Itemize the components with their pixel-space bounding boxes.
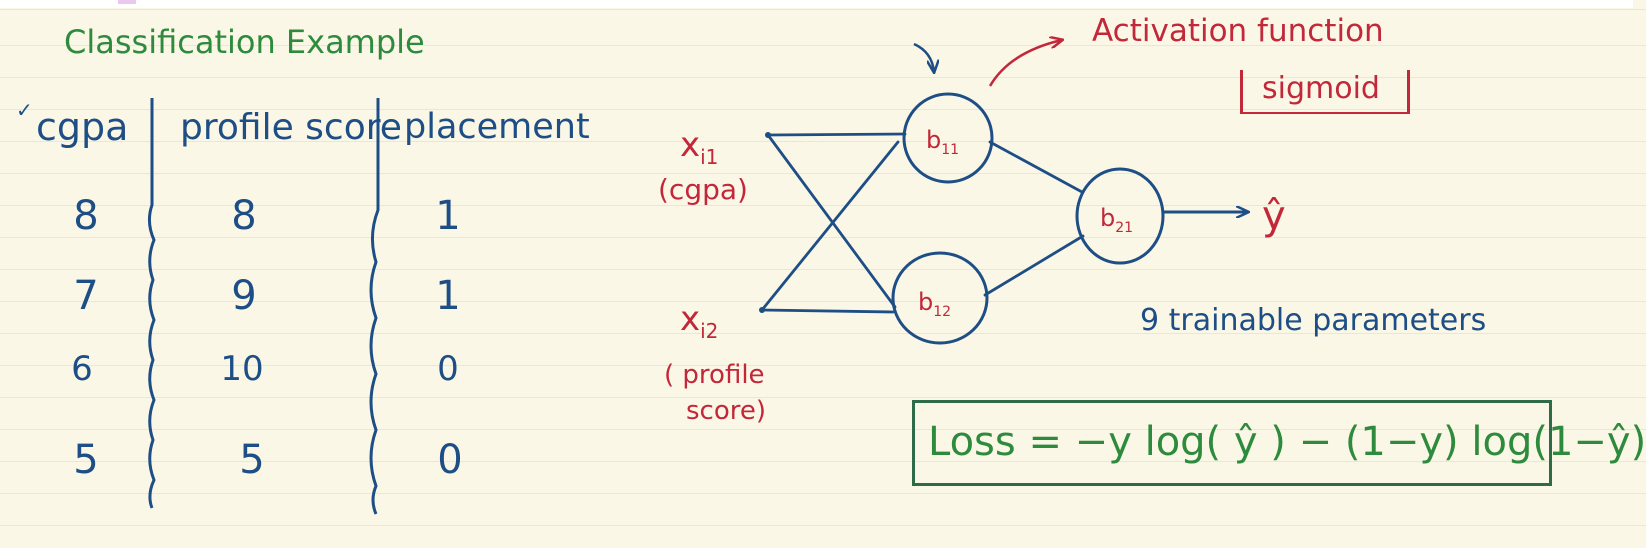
table-cell: 9 xyxy=(231,273,257,319)
trainable-note: 9 trainable parameters xyxy=(1140,303,1487,338)
table-cell: 10 xyxy=(220,349,264,389)
input-dot xyxy=(765,132,771,138)
node-b12-subscript: 12 xyxy=(933,303,952,320)
table-cell: 8 xyxy=(231,193,257,239)
node-b21-symbol: b xyxy=(1100,204,1116,232)
node-b11-subscript: 11 xyxy=(941,141,960,158)
header-profile-score: profile score xyxy=(180,107,402,148)
edge-x2-b11 xyxy=(760,140,900,312)
header-placement: placement xyxy=(404,107,590,147)
input-x1-feature: (cgpa) xyxy=(658,173,748,206)
edge-x1-b11 xyxy=(766,132,907,137)
page-title: Classification Example xyxy=(64,23,425,61)
input-x2-subscript: i2 xyxy=(700,318,719,343)
table-divider xyxy=(147,98,156,509)
edge-x2-b12 xyxy=(760,308,895,314)
input-x2-feature-line2: score) xyxy=(686,396,767,426)
input-x1-label: xi1 xyxy=(680,128,718,167)
node-b21-label: b21 xyxy=(1100,206,1133,235)
input-x2-feature-line1: ( profile xyxy=(664,360,765,390)
table-cell: 0 xyxy=(437,437,463,483)
table-cell: 7 xyxy=(73,273,99,319)
table-cell: 1 xyxy=(435,273,461,319)
table-cell: 5 xyxy=(239,437,265,483)
check-mark: ✓ xyxy=(16,98,33,122)
input-x2-label: xi2 xyxy=(680,302,718,341)
header-cgpa: cgpa xyxy=(36,105,129,149)
input-x2-symbol: x xyxy=(680,299,701,339)
input-x1-symbol: x xyxy=(680,125,701,165)
node-b11-label: b11 xyxy=(926,128,959,157)
activation-arrow xyxy=(988,40,1062,87)
edge-x1-b12 xyxy=(766,133,897,309)
edge-b12-b21 xyxy=(983,234,1085,297)
table-cell: 8 xyxy=(73,193,99,239)
node-b21 xyxy=(1075,167,1165,265)
node-b11-symbol: b xyxy=(926,126,942,154)
bias-arrow xyxy=(913,42,934,72)
loss-formula: Loss = −y log( ŷ ) − (1−y) log(1−ŷ) xyxy=(928,419,1646,465)
node-b12-label: b12 xyxy=(918,290,951,319)
node-b21-subscript: 21 xyxy=(1115,219,1134,236)
table-cell: 1 xyxy=(435,193,461,239)
edge-b11-b21 xyxy=(988,140,1084,194)
input-x1-subscript: i1 xyxy=(700,144,719,169)
output-y-hat: ŷ xyxy=(1262,193,1286,239)
top-strip xyxy=(0,0,1633,8)
loss-box xyxy=(912,400,1552,486)
activation-value: sigmoid xyxy=(1262,71,1380,106)
table-cell: 0 xyxy=(437,349,459,389)
table-divider xyxy=(369,98,380,515)
node-b12-symbol: b xyxy=(918,288,934,316)
input-dot xyxy=(759,307,765,313)
table-cell: 5 xyxy=(73,437,99,483)
table-cell: 6 xyxy=(71,349,93,389)
activation-box xyxy=(1240,70,1410,114)
top-marker xyxy=(118,0,136,4)
node-b12 xyxy=(891,251,989,345)
node-b11 xyxy=(902,92,994,184)
activation-label: Activation function xyxy=(1092,13,1384,49)
